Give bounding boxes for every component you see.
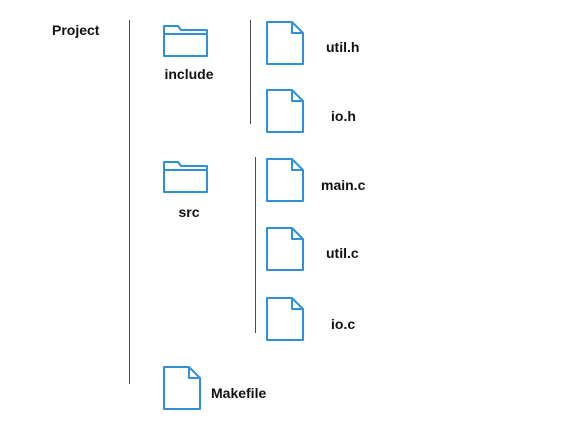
root-label: Project <box>52 22 100 38</box>
file-icon[interactable] <box>265 20 305 66</box>
file-icon[interactable] <box>265 296 305 342</box>
file-icon[interactable] <box>265 157 305 203</box>
file-label-main-c: main.c <box>321 177 366 193</box>
file-label-util-c: util.c <box>326 245 359 261</box>
file-label-util-h: util.h <box>326 39 360 55</box>
folder-label-src: src <box>178 204 200 220</box>
include-connector-line <box>250 20 251 124</box>
file-label-io-h: io.h <box>331 108 356 124</box>
file-icon[interactable] <box>265 226 305 272</box>
file-icon[interactable] <box>162 365 202 411</box>
file-label-makefile: Makefile <box>211 385 267 401</box>
root-connector-line <box>129 20 130 384</box>
file-icon[interactable] <box>265 88 305 134</box>
folder-label-include: include <box>164 66 214 82</box>
folder-icon[interactable] <box>162 158 210 194</box>
file-label-io-c: io.c <box>331 316 356 332</box>
src-connector-line <box>255 157 256 333</box>
folder-icon[interactable] <box>162 22 210 58</box>
